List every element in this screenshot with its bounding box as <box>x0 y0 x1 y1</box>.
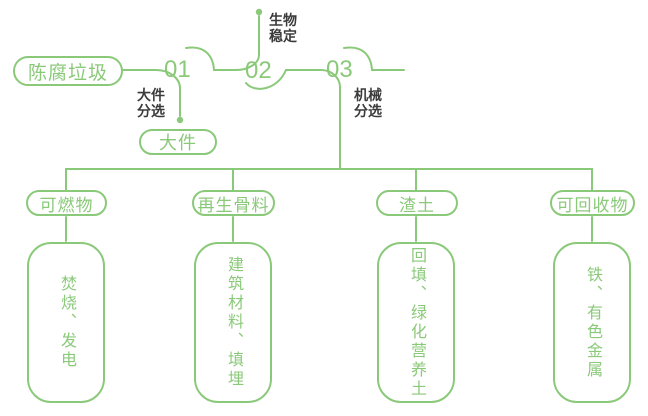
disposal-text: 焚烧、发电 <box>58 275 75 370</box>
step-label-mechanical-sorting: 机械 分选 <box>354 87 382 119</box>
wire-swoosh-step1 <box>185 46 215 71</box>
branch-pill-bulky-items: 大件 <box>139 129 217 155</box>
disposal-box-building-materials: 建筑材料、填埋 <box>194 242 272 403</box>
wire-swoosh-step2 <box>245 69 287 90</box>
wire-swoosh-step3 <box>343 46 373 71</box>
wire-step1-to-step2 <box>213 15 260 71</box>
wire-source-to-step1 <box>122 69 181 117</box>
category-pill-slag-soil: 渣土 <box>376 190 458 216</box>
disposal-text: 回填、绿化营养土 <box>408 246 425 399</box>
disposal-text: 建筑材料、填埋 <box>225 256 242 389</box>
dot-bio-branch <box>255 8 263 16</box>
step-label-bio-stabilization: 生物 稳定 <box>269 12 297 44</box>
category-pill-combustible: 可燃物 <box>26 190 107 216</box>
step-number-1: 01 <box>164 56 191 83</box>
category-pill-recycled-aggregate: 再生骨料 <box>192 190 275 216</box>
disposal-text: 铁、有色金属 <box>584 265 601 380</box>
disposal-box-backfill: 回填、绿化营养土 <box>377 242 455 403</box>
category-pill-recyclables: 可回收物 <box>550 190 635 216</box>
source-pill-aged-waste: 陈腐垃圾 <box>13 56 123 86</box>
wire-distribution-rail <box>65 168 593 193</box>
wire-step2-to-step3 <box>285 69 341 170</box>
step-label-bulky-sorting: 大件 分选 <box>137 87 165 119</box>
disposal-box-incineration: 焚烧、发电 <box>27 242 105 403</box>
dot-bulky-branch <box>176 116 184 124</box>
step-number-3: 03 <box>326 56 353 83</box>
step-number-2: 02 <box>245 57 272 84</box>
disposal-box-metals: 铁、有色金属 <box>553 242 631 403</box>
